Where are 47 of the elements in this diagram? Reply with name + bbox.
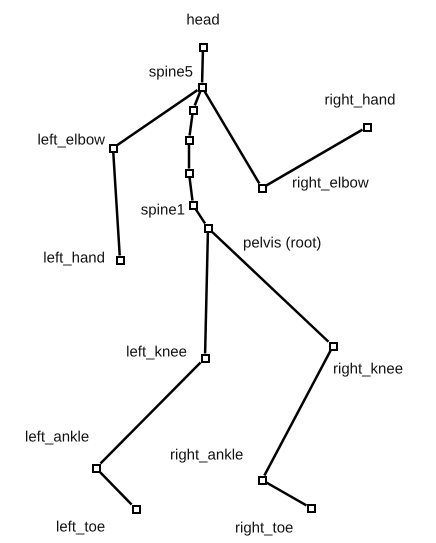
joint-marker xyxy=(204,224,212,232)
joint-label: left_knee xyxy=(126,344,187,360)
joint-label: right_toe xyxy=(235,520,294,536)
joint-label: pelvis (root) xyxy=(243,234,322,252)
joint-marker xyxy=(306,504,316,512)
joint-marker xyxy=(116,256,124,264)
joint-label: right_hand xyxy=(324,92,396,108)
bone-line xyxy=(194,91,202,106)
joint-label: right_knee xyxy=(333,360,404,378)
joint-label: right_elbow xyxy=(292,174,369,192)
joint-marker xyxy=(362,122,372,132)
joint-marker xyxy=(200,354,210,362)
joint-marker xyxy=(132,504,140,514)
bone-line xyxy=(194,208,206,224)
bone-line xyxy=(200,51,204,83)
joint-marker xyxy=(184,168,194,178)
joint-marker xyxy=(108,144,118,152)
bone-line xyxy=(266,128,364,186)
joint-label: right_ankle xyxy=(170,446,244,464)
joint-marker xyxy=(198,42,208,52)
joint-label: left_hand xyxy=(43,250,105,266)
bone-line xyxy=(188,114,194,136)
joint-marker xyxy=(188,106,198,114)
bone-line xyxy=(263,350,332,476)
bone-line xyxy=(116,89,198,146)
joint-marker xyxy=(258,184,266,192)
joint-marker xyxy=(258,476,266,484)
bone-line xyxy=(100,472,132,506)
joint-label: spine5 xyxy=(148,64,193,80)
joint-marker xyxy=(188,200,198,210)
bone-line xyxy=(212,231,330,343)
bone-line xyxy=(188,144,190,168)
bone-line xyxy=(204,232,210,354)
bone-line xyxy=(204,90,260,184)
bone-line xyxy=(266,481,308,507)
joint-marker xyxy=(198,82,206,92)
joint-label: head xyxy=(186,12,220,28)
joint-label: left_ankle xyxy=(25,428,90,446)
bone-line xyxy=(112,152,121,256)
joint-marker xyxy=(92,464,100,472)
joint-label: spine1 xyxy=(140,202,185,218)
bone-line xyxy=(188,177,194,201)
joint-label: left_elbow xyxy=(37,132,105,148)
joint-label: left_toe xyxy=(56,518,106,536)
joint-marker xyxy=(184,136,194,144)
joint-marker xyxy=(328,342,338,350)
bone-line xyxy=(100,362,202,464)
